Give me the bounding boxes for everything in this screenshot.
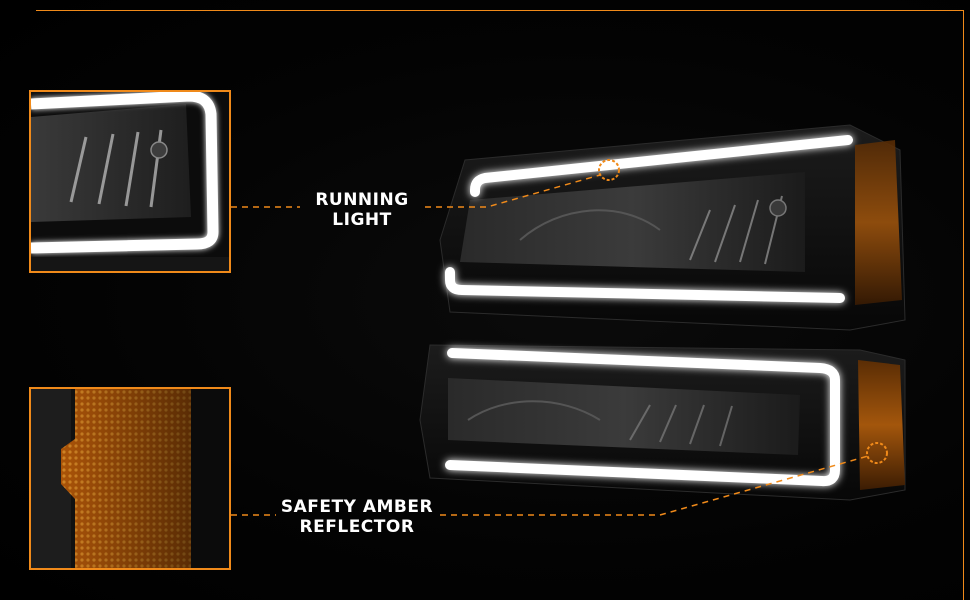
running-light-detail-inset bbox=[29, 90, 231, 273]
running-light-label-line1: RUNNING bbox=[315, 190, 409, 210]
running-light-detail-image bbox=[31, 92, 229, 271]
frame-right-line bbox=[963, 10, 964, 600]
running-light-label: RUNNING LIGHT bbox=[302, 190, 422, 230]
running-light-target-icon bbox=[598, 159, 620, 181]
amber-reflector-target-icon bbox=[866, 442, 888, 464]
frame-top-line bbox=[36, 10, 964, 11]
amber-reflector-label-line1: SAFETY AMBER bbox=[280, 497, 434, 517]
amber-reflector-detail-image bbox=[31, 389, 229, 568]
amber-reflector-detail-inset bbox=[29, 387, 231, 570]
amber-leader-right bbox=[440, 455, 869, 516]
running-light-label-line2: LIGHT bbox=[332, 210, 392, 230]
amber-reflector-label: SAFETY AMBER REFLECTOR bbox=[276, 497, 438, 537]
amber-reflector-label-line2: REFLECTOR bbox=[299, 517, 415, 537]
lower-headlamp bbox=[419, 344, 906, 501]
upper-headlamp bbox=[439, 124, 906, 331]
